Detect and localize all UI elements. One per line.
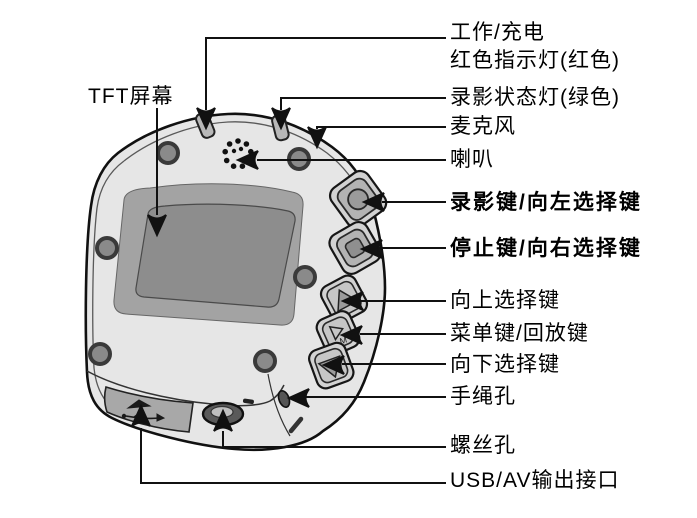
label-up-key: 向上选择键: [450, 289, 560, 312]
label-tft-screen: TFT屏幕: [88, 85, 174, 108]
leader-screw-hole: [222, 431, 446, 448]
usb-port-recess: [103, 385, 194, 433]
strap-slot: [288, 416, 304, 434]
screw-mid-right: [293, 265, 317, 289]
rim-inner-line-left: [92, 160, 125, 412]
label-screw-hole: 螺丝孔: [450, 434, 516, 457]
tft-screen: [135, 203, 296, 308]
label-down-key: 向下选择键: [450, 353, 560, 376]
label-stop-right-key: 停止键/向右选择键: [450, 237, 642, 260]
leader-record-status: [280, 97, 446, 110]
leader-work-charge: [205, 37, 446, 110]
leader-usb-av: [140, 428, 446, 484]
record-button-circle: [347, 188, 370, 211]
label-work-charge-line2: 红色指示灯(红色): [450, 49, 620, 72]
label-strap-hole: 手绳孔: [450, 385, 516, 408]
label-record-left-key: 录影键/向左选择键: [450, 191, 642, 214]
record-button: [328, 169, 388, 229]
screw-mid-left: [95, 236, 119, 260]
menu-button-mark: M: [338, 334, 349, 346]
screw-top-left: [156, 141, 180, 165]
label-usb-av-port: USB/AV输出接口: [450, 469, 620, 492]
corner-bevel-line: [267, 373, 291, 437]
leader-lines: [131, 37, 446, 484]
label-speaker: 喇叭: [450, 148, 494, 171]
label-record-status-light: 录影状态灯(绿色): [450, 86, 620, 109]
bottom-dash-mark: [242, 398, 254, 405]
rim-inner-line-top: [123, 121, 364, 200]
label-work-charge-line1: 工作/充电: [450, 21, 545, 44]
label-menu-playback-key: 菜单键/回放键: [450, 322, 589, 345]
menu-play-glyph: [328, 325, 344, 342]
leader-microphone: [316, 126, 446, 129]
screw-bottom-left: [88, 342, 112, 366]
stop-button-square: [344, 237, 366, 259]
stop-button: [328, 221, 382, 275]
label-microphone: 麦克风: [450, 115, 516, 138]
menu-button: M: [315, 310, 361, 356]
screw-bottom-mid: [253, 349, 277, 373]
label-work-charge-indicator: 工作/充电 红色指示灯(红色): [450, 19, 620, 75]
